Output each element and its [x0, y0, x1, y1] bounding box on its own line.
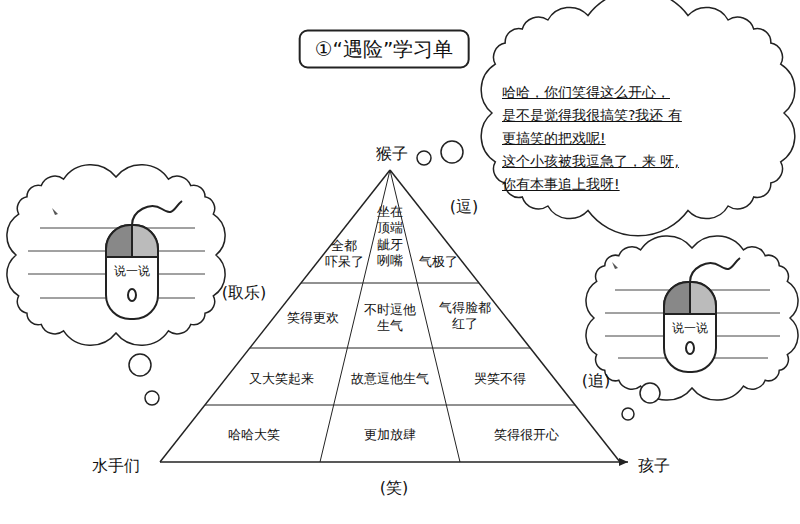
- mouse-outline: [104, 205, 160, 321]
- cell-text: 故意逗他生气: [351, 371, 429, 387]
- mouse-label: 说一说: [104, 263, 160, 280]
- side-label: (逗): [450, 197, 478, 217]
- cell-text: 气极了: [419, 254, 458, 270]
- apex-label: 猴子: [376, 144, 408, 164]
- cell-text: 全都 吓呆了: [323, 238, 365, 271]
- cell-text: 坐在 顶端 龇牙 咧嘴: [376, 204, 404, 269]
- speech-line: 哈哈，你们笑得这么开心， 是不是觉得我很搞笑?我还 有更搞笑的把戏呢!: [502, 81, 684, 150]
- mouse-outline: [662, 262, 718, 374]
- side-label: (追): [582, 371, 610, 391]
- speech-text: 哈哈，你们笑得这么开心， 是不是觉得我很搞笑?我还 有更搞笑的把戏呢!这个小孩被…: [502, 81, 684, 196]
- mouse-icon: 说一说: [104, 205, 160, 321]
- mouse-label: 说一说: [662, 320, 718, 337]
- mouse-icon: 说一说: [662, 262, 718, 374]
- cell-text: 哈哈大笑: [228, 427, 280, 443]
- side-label: (笑): [380, 478, 408, 498]
- cell-text: 更加放肆: [364, 427, 416, 443]
- bubble-tail: [417, 141, 463, 165]
- corner-label: 孩子: [638, 456, 670, 476]
- cell-text: 笑得很开心: [494, 427, 559, 443]
- side-label: (取乐): [222, 283, 266, 303]
- speech-line: 这个小孩被我逗急了，来 呀,你有本事追上我呀!: [502, 150, 684, 196]
- cell-text: 哭笑不得: [474, 371, 526, 387]
- cell-text: 笑得更欢: [287, 310, 339, 326]
- cell-text: 气得脸都 红了: [437, 300, 493, 333]
- speech-bubble: 哈哈，你们笑得这么开心， 是不是觉得我很搞笑?我还 有更搞笑的把戏呢!这个小孩被…: [488, 5, 788, 217]
- corner-label: 水手们: [92, 456, 140, 476]
- cell-text: 又大笑起来: [249, 371, 314, 387]
- cell-text: 不时逗他 生气: [362, 302, 418, 335]
- title-box: ①“遇险”学习单: [299, 30, 470, 69]
